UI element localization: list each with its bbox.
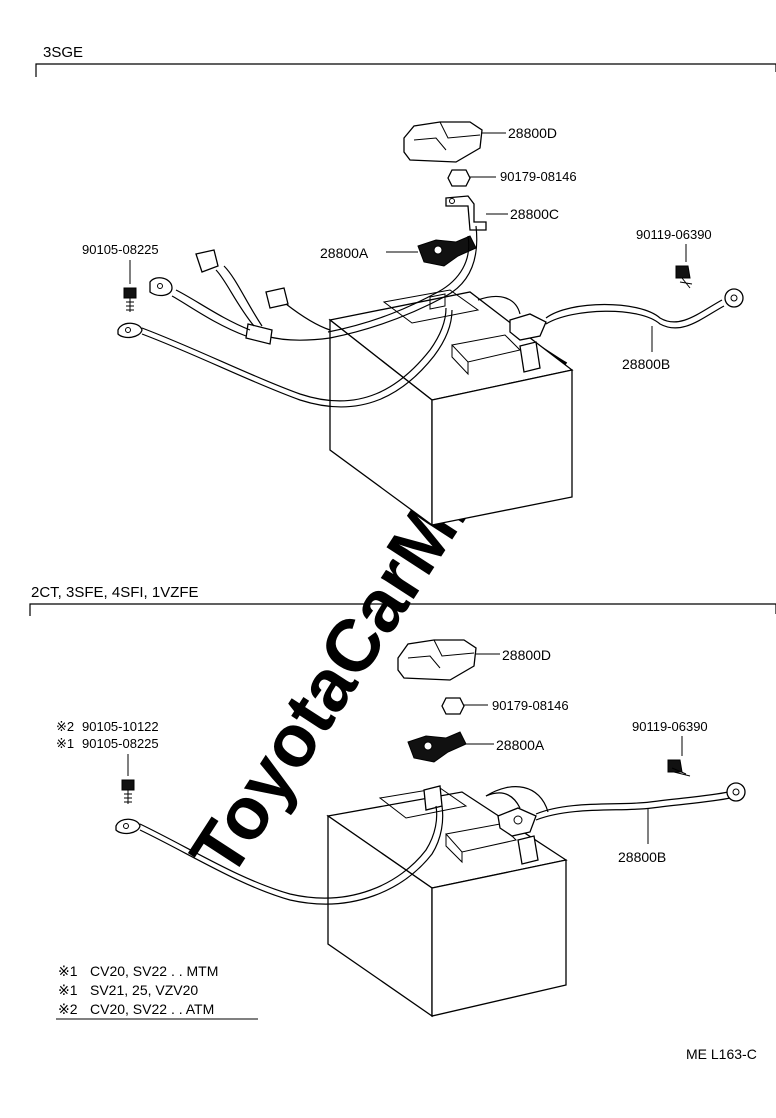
section-divider: [35, 63, 776, 77]
label-bolt-left: 90105-08225: [82, 242, 159, 257]
label-terminal-a: 28800A: [320, 245, 369, 261]
terminal-cover: [397, 639, 477, 681]
section-2ct: 2CT, 3SFE, 4SFI, 1VZFE 28800D 90179-0814…: [29, 584, 776, 1020]
label-bolt-left-1: 90105-08225: [82, 736, 159, 751]
ground-cable: [117, 307, 453, 408]
bolt: [121, 779, 135, 804]
terminal-cover: [403, 121, 483, 163]
label-cable-b: 28800B: [622, 356, 670, 372]
mark-2: ※2: [56, 719, 74, 734]
bolt: [675, 265, 693, 289]
label-nut: 90179-08146: [500, 169, 577, 184]
terminal: [407, 731, 467, 763]
label-bolt-right: 90119-06390: [636, 227, 712, 242]
wire-harness: [149, 225, 478, 345]
note-text: CV20, SV22 . . MTM: [90, 963, 218, 979]
ground-cable: [115, 805, 444, 905]
cable: [477, 288, 744, 341]
bolt: [123, 287, 137, 312]
section-3sge: 3SGE 28800D 90179-08146: [35, 44, 776, 527]
note-text: SV21, 25, VZV20: [90, 982, 198, 998]
note-text: CV20, SV22 . . ATM: [90, 1001, 214, 1017]
note-mark: ※1: [58, 982, 78, 998]
label-cover: 28800D: [508, 125, 557, 141]
label-terminal-a: 28800A: [496, 737, 545, 753]
bolt: [667, 759, 691, 777]
label-cable-b: 28800B: [618, 849, 666, 865]
mark-1: ※1: [56, 736, 74, 751]
clamp: [445, 195, 487, 231]
note-mark: ※1: [58, 963, 78, 979]
label-clamp-c: 28800C: [510, 206, 559, 222]
section-title: 2CT, 3SFE, 4SFI, 1VZFE: [31, 584, 199, 601]
label-cover: 28800D: [502, 647, 551, 663]
battery: [328, 289, 574, 527]
nut: [447, 169, 471, 187]
section-title: 3SGE: [43, 44, 83, 61]
label-bolt-left-2: 90105-10122: [82, 719, 159, 734]
drawing-code: ME L163-C: [686, 1046, 757, 1062]
nut: [441, 697, 465, 715]
note-mark: ※2: [58, 1001, 78, 1017]
applicability-notes: ※1 CV20, SV22 . . MTM ※1 SV21, 25, VZV20…: [56, 963, 258, 1020]
cable: [485, 782, 746, 837]
section-divider: [29, 603, 776, 616]
battery: [326, 785, 568, 1018]
label-bolt-right: 90119-06390: [632, 719, 708, 734]
terminal: [417, 235, 477, 267]
label-nut: 90179-08146: [492, 698, 569, 713]
